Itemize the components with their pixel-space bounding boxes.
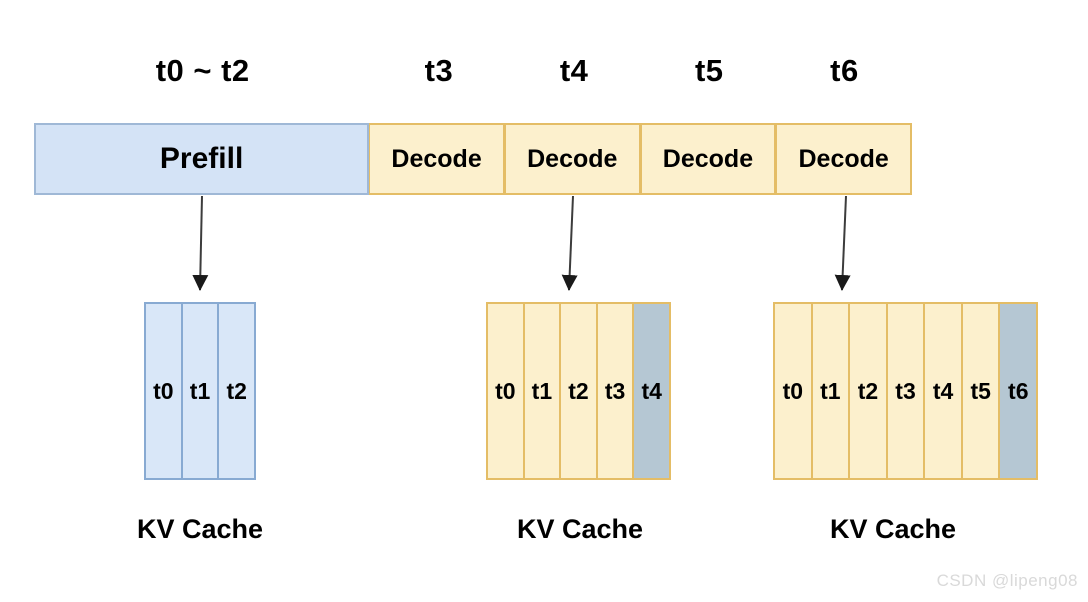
kv-cache-block-3: t0 t1 t2 t3 t4 t5 t6 xyxy=(773,302,1038,480)
kv-cache-block-2: t0 t1 t2 t3 t4 xyxy=(486,302,671,480)
cache1-cell-t2: t2 xyxy=(219,304,255,478)
watermark: CSDN @lipeng08 xyxy=(936,571,1078,590)
time-label-t3: t3 xyxy=(424,53,454,88)
decode-segment-t5: Decode xyxy=(640,123,777,195)
cache3-cell-t4: t4 xyxy=(925,304,963,478)
kv-cache-caption-2: KV Cache xyxy=(516,514,644,544)
cache3-cell-t2: t2 xyxy=(850,304,888,478)
cache2-cell-t2: t2 xyxy=(561,304,598,478)
cache3-cell-t3: t3 xyxy=(887,304,926,478)
arrow-decode-t4-to-cache2 xyxy=(561,195,578,291)
cache2-cell-t3: t3 xyxy=(597,304,635,478)
cache3-cell-t6-new: t6 xyxy=(1000,304,1037,478)
decode-segment-t3: Decode xyxy=(369,123,505,195)
cache2-cell-t0: t0 xyxy=(488,304,525,478)
time-label-t5: t5 xyxy=(694,53,724,88)
time-label-prefill: t0 ~ t2 xyxy=(155,53,250,88)
cache3-cell-t0: t0 xyxy=(775,304,813,478)
time-label-t4: t4 xyxy=(559,53,589,88)
cache3-cell-t1: t1 xyxy=(812,304,851,478)
cache3-cell-t5: t5 xyxy=(962,304,1001,478)
cache2-cell-t4-new: t4 xyxy=(634,304,669,478)
arrow-decode-t6-to-cache3 xyxy=(834,195,851,291)
decode-segment-t6: Decode xyxy=(776,123,912,195)
time-label-t6: t6 xyxy=(830,53,859,88)
cache2-cell-t1: t1 xyxy=(524,304,562,478)
timeline-bar: Prefill Decode Decode Decode Decode xyxy=(34,123,912,195)
arrow-prefill-to-cache1 xyxy=(192,195,209,291)
kv-cache-caption-3: KV Cache xyxy=(829,514,957,544)
cache1-cell-t1: t1 xyxy=(182,304,220,478)
time-step-labels: t0 ~ t2 t3 t4 t5 t6 xyxy=(34,48,912,94)
kv-cache-caption-1: KV Cache xyxy=(136,514,264,544)
kv-cache-block-1: t0 t1 t2 xyxy=(144,302,256,480)
cache1-cell-t0: t0 xyxy=(146,304,183,478)
decode-segment-t4: Decode xyxy=(504,123,641,195)
prefill-segment: Prefill xyxy=(34,123,370,195)
